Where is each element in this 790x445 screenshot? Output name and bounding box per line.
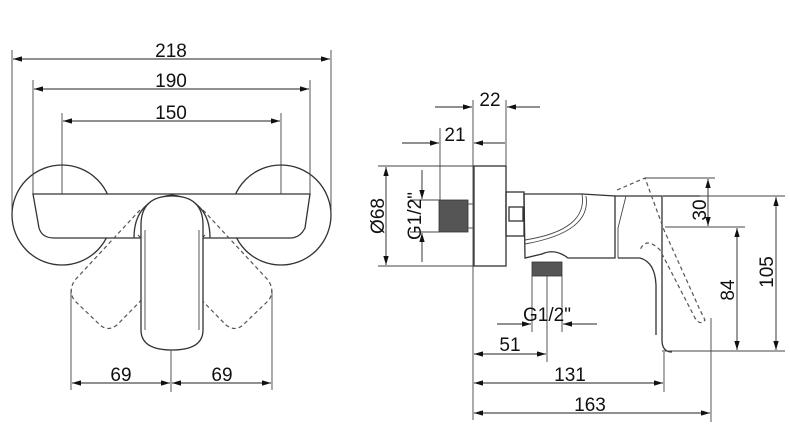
lever-handle	[140, 195, 204, 351]
dim-handle-swing-left: 69	[110, 365, 131, 386]
dim-total-height: 105	[757, 256, 778, 288]
side-view: 22 21 Ø68 G1/2" 30	[368, 90, 785, 422]
dim-flange-depth: 22	[479, 90, 500, 111]
dim-thread-length: 21	[444, 125, 465, 146]
dim-handle-swing-right: 69	[211, 365, 232, 386]
dim-outlet-height: 84	[718, 279, 739, 301]
dim-overall-width: 218	[155, 41, 187, 62]
dim-flange-diameter: Ø68	[368, 198, 389, 234]
inlet-thread	[438, 199, 469, 233]
dim-body-projection: 131	[554, 365, 586, 386]
wall-flange	[473, 165, 507, 267]
dim-body-width: 190	[155, 71, 187, 92]
dim-total-projection: 163	[574, 395, 606, 416]
dim-outlet-offset: 51	[499, 335, 520, 356]
front-view: 218 190 150 69 69	[11, 41, 332, 392]
dim-inlet-thread: G1/2"	[405, 192, 426, 240]
dim-outlet-thread: G1/2"	[523, 305, 571, 326]
outlet-thread	[531, 261, 563, 277]
dim-handle-rise: 30	[690, 199, 711, 220]
dim-inlet-spacing: 150	[155, 103, 187, 124]
mixer-body	[523, 193, 616, 259]
